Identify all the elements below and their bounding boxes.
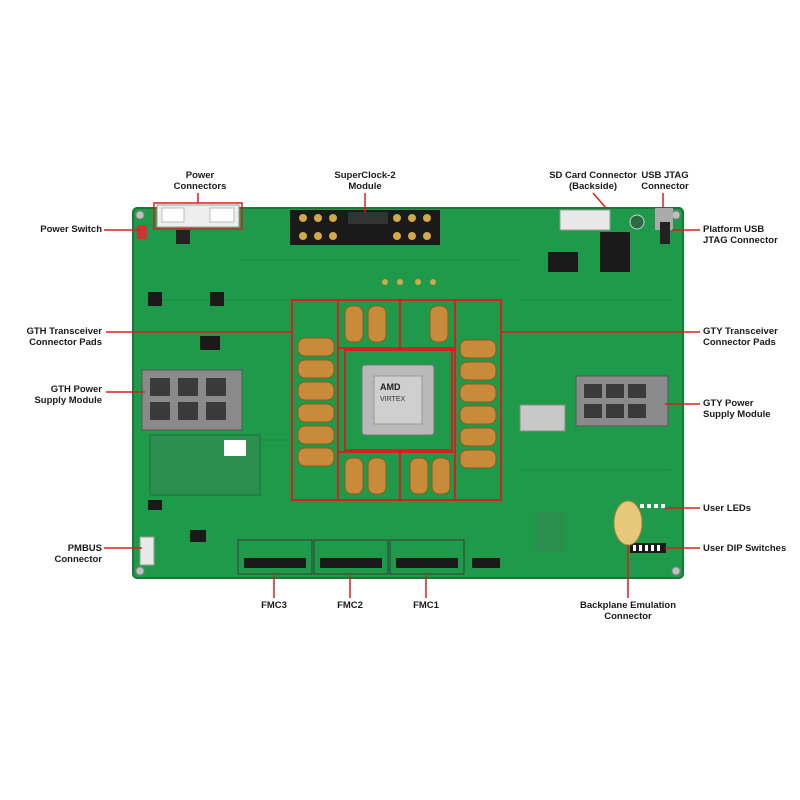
label-gth-pads-line2: Connector Pads bbox=[29, 337, 102, 348]
label-gty-pads-line2: Connector Pads bbox=[703, 337, 776, 348]
label-gty-power-line2: Supply Module bbox=[703, 409, 771, 420]
label-gth-power-line2: Supply Module bbox=[34, 395, 102, 406]
label-usb-jtag-line1: USB JTAG bbox=[641, 170, 689, 181]
label-gty-power-line1: GTY Power bbox=[703, 398, 754, 409]
label-power-connectors-line1: Power bbox=[185, 170, 215, 181]
gth-transceiver-pads-box bbox=[291, 299, 339, 501]
mounting-holes bbox=[135, 210, 681, 576]
power-switch bbox=[137, 225, 147, 239]
label-usb-jtag: USB JTAG Connector bbox=[635, 170, 695, 192]
label-platform-usb-line1: Platform USB bbox=[703, 224, 765, 235]
label-pmbus-line1: PMBUS bbox=[67, 543, 102, 554]
label-gth-pads: GTH Transceiver Connector Pads bbox=[10, 326, 102, 348]
label-sd-card-line2: (Backside) bbox=[568, 181, 618, 192]
fmc-outlines bbox=[237, 539, 465, 575]
label-user-leds-line1: User LEDs bbox=[703, 503, 752, 514]
label-gth-power-line1: GTH Power bbox=[50, 384, 102, 395]
label-backplane-line1: Backplane Emulation bbox=[579, 600, 677, 611]
label-fmc1: FMC1 bbox=[402, 600, 450, 611]
label-fmc1-line1: FMC1 bbox=[413, 600, 439, 611]
chip-line: VIRTEX bbox=[380, 396, 405, 403]
label-usb-jtag-line2: Connector bbox=[641, 181, 689, 192]
label-power-connectors: Power Connectors bbox=[160, 170, 240, 192]
backplane-emulation-connector bbox=[613, 500, 643, 546]
gth-pads bbox=[297, 337, 335, 467]
label-gth-power: GTH Power Supply Module bbox=[10, 384, 102, 406]
label-superclock-line2: Module bbox=[348, 181, 382, 192]
label-platform-usb: Platform USB JTAG Connector bbox=[703, 224, 798, 246]
chip-brand: AMD bbox=[380, 382, 401, 392]
label-user-dip-line1: User DIP Switches bbox=[703, 543, 787, 554]
label-gty-pads-line1: GTY Transceiver bbox=[703, 326, 778, 337]
callout-lines bbox=[104, 192, 700, 598]
label-user-dip: User DIP Switches bbox=[703, 543, 798, 554]
label-sd-card-line1: SD Card Connector bbox=[549, 170, 637, 181]
label-power-connectors-line2: Connectors bbox=[173, 181, 227, 192]
label-fmc2-line1: FMC2 bbox=[337, 600, 363, 611]
fmc1-connector bbox=[396, 558, 458, 568]
platform-usb-jtag bbox=[660, 222, 670, 244]
label-fmc2: FMC2 bbox=[326, 600, 374, 611]
label-gty-pads: GTY Transceiver Connector Pads bbox=[703, 326, 798, 348]
label-pmbus: PMBUS Connector bbox=[10, 543, 103, 565]
fmc3-connector bbox=[244, 558, 306, 568]
label-sd-card: SD Card Connector (Backside) bbox=[538, 170, 648, 192]
fmc2-connector bbox=[320, 558, 382, 568]
fpga-socket-box bbox=[344, 349, 453, 451]
gty-power-supply-module bbox=[575, 375, 669, 427]
pmbus-connector bbox=[139, 536, 155, 566]
label-platform-usb-line2: JTAG Connector bbox=[703, 235, 778, 246]
label-fmc3: FMC3 bbox=[250, 600, 298, 611]
label-pmbus-line2: Connector bbox=[54, 554, 103, 565]
label-backplane-line2: Connector bbox=[604, 611, 652, 622]
label-gty-power: GTY Power Supply Module bbox=[703, 398, 798, 420]
label-superclock: SuperClock-2 Module bbox=[320, 170, 410, 192]
label-user-leds: User LEDs bbox=[703, 503, 798, 514]
label-power-switch: Power Switch bbox=[20, 224, 102, 235]
sma-row bbox=[382, 279, 436, 285]
gty-pads bbox=[459, 339, 497, 469]
label-superclock-line1: SuperClock-2 bbox=[334, 170, 396, 181]
gty-transceiver-pads-box bbox=[454, 299, 502, 501]
superclock-sma-connectors bbox=[299, 214, 431, 240]
user-leds bbox=[640, 504, 665, 508]
label-power-switch-line1: Power Switch bbox=[40, 224, 102, 235]
label-gth-pads-line1: GTH Transceiver bbox=[26, 326, 102, 337]
label-backplane: Backplane Emulation Connector bbox=[573, 600, 683, 622]
label-fmc3-line1: FMC3 bbox=[261, 600, 287, 611]
top-bottom-pads bbox=[344, 305, 451, 495]
sd-card-connector bbox=[559, 209, 611, 231]
